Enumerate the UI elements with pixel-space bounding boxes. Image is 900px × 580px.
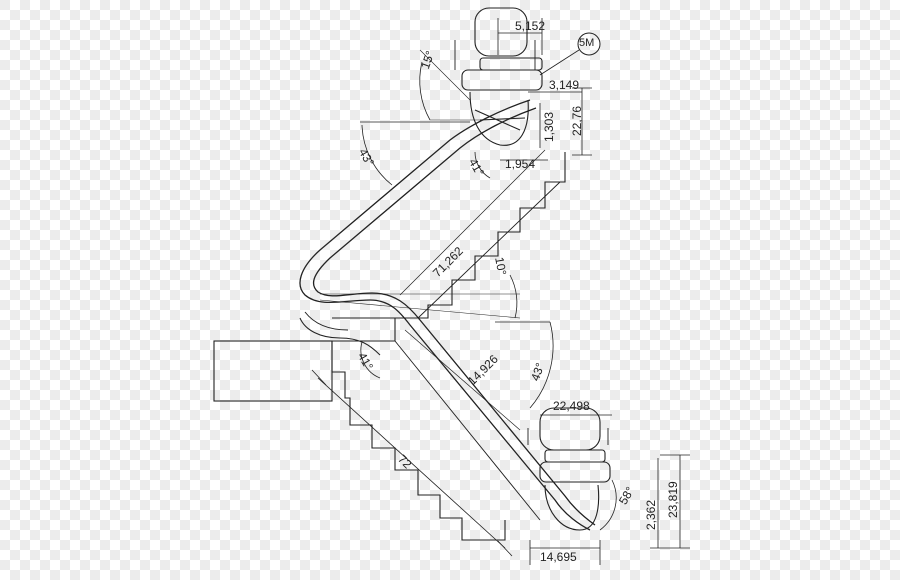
top-chair-backrest	[474, 7, 528, 57]
dim-label-3149: 3,149	[549, 78, 580, 92]
dimension-lines	[311, 18, 690, 565]
lower-flight-steps	[331, 341, 506, 541]
dim-label-2276: 22,76	[570, 105, 584, 136]
rail	[299, 99, 596, 531]
landing-top	[332, 317, 396, 342]
dim-label-14695: 14,695	[540, 550, 577, 564]
dim-label-top-width: 5,152	[515, 19, 546, 33]
bottom-chair	[527, 407, 611, 531]
upper-flight-steps	[395, 152, 566, 319]
dim-label-marker: 5M	[579, 37, 595, 49]
dim-label-23819: 23,819	[666, 481, 680, 518]
bottom-chair-seat	[539, 461, 611, 483]
top-chair-seat	[461, 69, 543, 91]
dim-label-1303: 1,303	[542, 111, 556, 142]
staircase	[213, 152, 566, 541]
dim-label-22498: 22,498	[553, 399, 590, 413]
marker-circle	[577, 32, 601, 56]
top-chair	[454, 7, 543, 146]
angle-label-10: 10°	[492, 256, 510, 277]
dim-label-1954: 1,954	[505, 157, 536, 171]
dim-label-2362: 2,362	[644, 499, 658, 530]
